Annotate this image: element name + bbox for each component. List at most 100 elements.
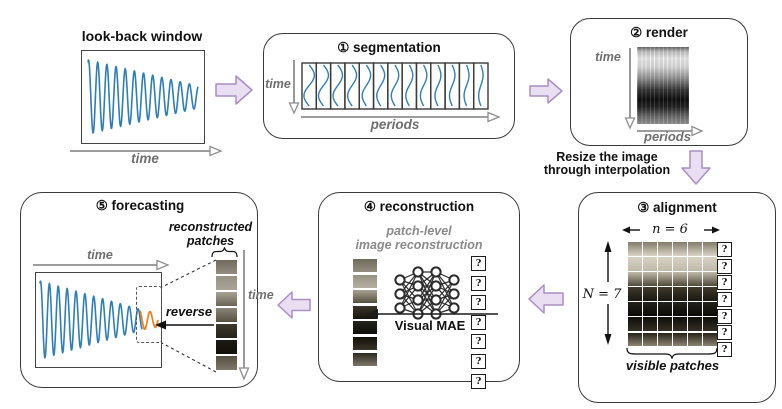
alignment-patch — [658, 257, 672, 271]
forecasting-patch-column — [216, 260, 237, 370]
gray-patch — [353, 352, 377, 366]
resize-note-line1: Resize the image — [556, 150, 658, 164]
masked-patch: ? — [471, 256, 486, 271]
flow-arrow-1-right-icon — [215, 75, 253, 105]
alignment-patch — [658, 302, 672, 316]
alignment-patch — [673, 287, 687, 301]
masked-patch: ? — [717, 258, 732, 274]
alignment-patch — [688, 317, 702, 331]
lookback-time-label: time — [131, 151, 159, 166]
render-grayscale-image — [637, 47, 689, 124]
gray-patch — [353, 259, 377, 272]
segmentation-periods-axis-arrow — [301, 111, 501, 123]
alignment-patch — [628, 302, 642, 316]
forecasting-time-axis-arrow — [33, 259, 170, 271]
alignment-patch — [703, 242, 717, 256]
alignment-patch — [643, 302, 657, 316]
forecasting-wave-chart — [39, 280, 159, 360]
masked-patch: ? — [471, 373, 486, 389]
gray-patch — [353, 290, 377, 304]
dashed-connector-bottom-icon — [161, 342, 217, 373]
alignment-patch — [673, 302, 687, 316]
alignment-patch — [643, 242, 657, 256]
lookback-plot-box — [81, 50, 205, 144]
alignment-patch — [628, 317, 642, 331]
gray-patch — [353, 336, 377, 350]
gray-patch — [216, 324, 237, 338]
alignment-title: ③ alignment — [637, 200, 717, 215]
forecasting-patches-brace-icon — [211, 247, 238, 258]
visible-patches-brace-icon — [626, 347, 718, 359]
segmentation-periods-label: periods — [370, 117, 420, 132]
gray-patch — [216, 308, 237, 322]
reconstructed-patches-label: reconstructed patches — [158, 220, 263, 248]
alignment-patch — [688, 332, 702, 347]
alignment-patch — [688, 302, 702, 316]
alignment-patch — [628, 287, 642, 301]
alignment-patch — [643, 317, 657, 331]
lookback-title: look-back window — [81, 28, 203, 44]
segmentation-title: ① segmentation — [337, 40, 441, 55]
flow-arrow-4-left-icon — [528, 284, 564, 314]
alignment-patch — [643, 272, 657, 286]
alignment-patch — [628, 257, 642, 271]
alignment-rows-label: N = 7 — [582, 287, 622, 302]
alignment-patch — [643, 257, 657, 271]
forecasting-time-axis-arrow-right — [238, 250, 250, 381]
alignment-patch — [658, 242, 672, 256]
reconstruction-subtitle: patch-level image reconstruction — [318, 224, 520, 252]
reconstruction-patch-column — [353, 259, 377, 366]
alignment-patch — [658, 332, 672, 347]
alignment-patch-grid — [628, 242, 717, 347]
forecasting-time-label-top: time — [87, 248, 113, 262]
alignment-patch — [673, 317, 687, 331]
alignment-patch — [658, 287, 672, 301]
alignment-patch — [688, 242, 702, 256]
alignment-patch — [673, 332, 687, 347]
forecasting-title: ⑤ forecasting — [95, 198, 185, 213]
forecasting-plot-box — [35, 272, 162, 368]
render-periods-axis-arrow — [637, 125, 704, 137]
forecast-zoom-dashed-box — [136, 286, 162, 343]
alignment-patch — [658, 317, 672, 331]
masked-patch: ? — [717, 242, 732, 257]
lookback-time-axis-arrow — [70, 145, 223, 157]
gray-patch — [216, 340, 237, 354]
flow-arrow-3-down-icon — [681, 150, 711, 185]
alignment-patch — [703, 332, 717, 347]
visual-mae-label: Visual MAE — [394, 318, 466, 333]
reconstruction-subtitle-line2: image reconstruction — [355, 238, 483, 252]
alignment-patch — [703, 287, 717, 301]
masked-patch: ? — [717, 275, 732, 291]
masked-patch: ? — [717, 325, 732, 341]
masked-patch: ? — [471, 275, 486, 291]
lookback-wave-chart — [87, 59, 199, 135]
resize-note-line2: through interpolation — [543, 163, 671, 177]
alignment-cols-arrows-icon — [622, 226, 720, 234]
alignment-cols-label: n = 6 — [652, 222, 688, 237]
render-time-label: time — [595, 50, 621, 64]
render-time-axis-arrow — [624, 48, 636, 130]
reconstruction-mask-column: ??????? — [471, 256, 486, 389]
alignment-patch — [688, 257, 702, 271]
masked-patch: ? — [717, 342, 732, 358]
gray-patch — [216, 276, 237, 290]
reverse-label: reverse — [165, 304, 213, 319]
masked-patch: ? — [717, 308, 732, 324]
lookback-wave-path — [87, 59, 199, 135]
alignment-patch — [703, 272, 717, 286]
alignment-patch — [628, 332, 642, 347]
resize-note: Resize the image through interpolation — [537, 151, 677, 177]
dashed-connector-top-icon — [161, 259, 217, 288]
segmentation-strip-chart — [301, 62, 489, 110]
masked-patch: ? — [471, 334, 486, 350]
alignment-patch — [703, 257, 717, 271]
masked-patch: ? — [471, 353, 486, 369]
masked-patch: ? — [717, 292, 732, 308]
alignment-patch — [658, 272, 672, 286]
alignment-patch — [628, 272, 642, 286]
alignment-rows-arrow-icon — [604, 241, 612, 345]
forecast-prediction-wave-path — [139, 310, 159, 331]
alignment-patch — [673, 257, 687, 271]
alignment-patch — [628, 242, 642, 256]
